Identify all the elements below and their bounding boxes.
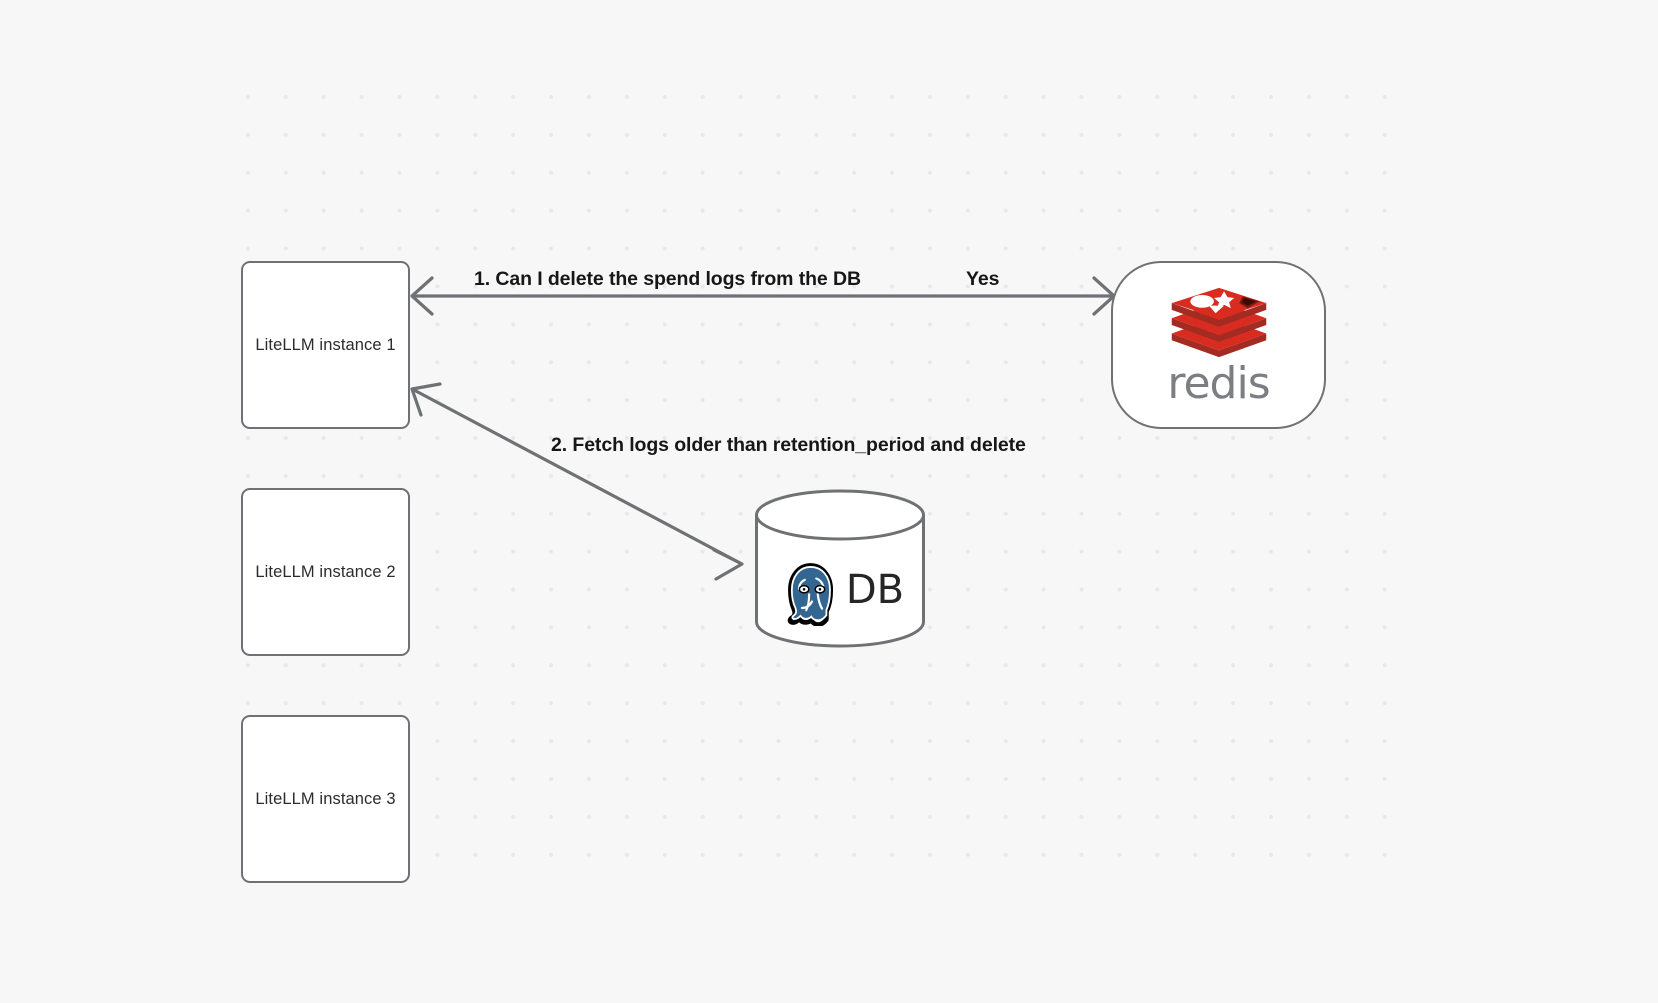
node-litellm-instance-3[interactable]: LiteLLM instance 3 — [241, 715, 410, 883]
node-litellm-instance-1[interactable]: LiteLLM instance 1 — [241, 261, 410, 429]
node-label: LiteLLM instance 2 — [255, 562, 396, 581]
edge-label-question: 1. Can I delete the spend logs from the … — [474, 268, 861, 290]
redis-wordmark: redis — [1167, 358, 1270, 409]
node-redis[interactable]: redis — [1111, 261, 1326, 429]
database-content: DB — [754, 541, 926, 639]
postgresql-elephant-icon — [776, 554, 848, 627]
node-database[interactable]: DB — [754, 489, 926, 648]
node-label: LiteLLM instance 3 — [255, 789, 396, 808]
edge-label-reply: Yes — [966, 268, 1000, 290]
database-label: DB — [845, 567, 905, 613]
edge-litellm1-to-db — [410, 382, 744, 581]
node-label: LiteLLM instance 1 — [255, 335, 396, 354]
redis-logo-icon — [1165, 286, 1273, 364]
node-litellm-instance-2[interactable]: LiteLLM instance 2 — [241, 488, 410, 656]
edge-label-fetch-delete: 2. Fetch logs older than retention_perio… — [551, 434, 1026, 456]
